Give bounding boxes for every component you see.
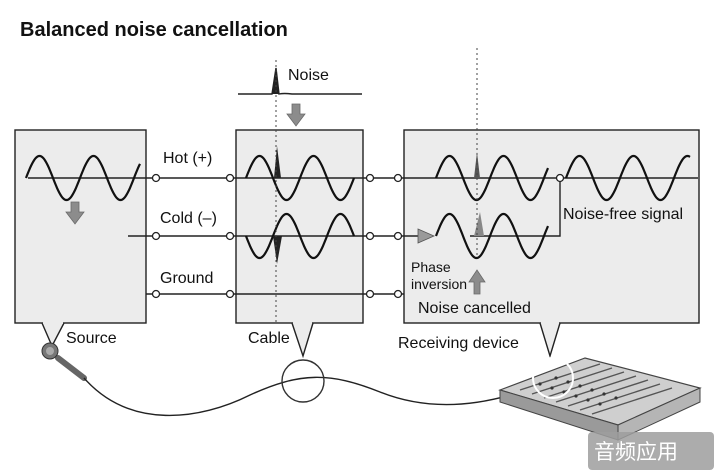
receiving-device-panel xyxy=(403,129,700,324)
cable-cold-wave xyxy=(244,212,356,260)
receiving-device-label: Receiving device xyxy=(398,335,519,352)
noise-free-wave xyxy=(564,154,691,202)
source-panel xyxy=(14,129,147,324)
noise-cancelled-arrow xyxy=(468,269,486,295)
watermark-badge xyxy=(588,432,714,470)
phase-inversion-label-2: inversion xyxy=(411,276,467,292)
source-label: Source xyxy=(66,330,117,347)
noise-cancelled-label: Noise cancelled xyxy=(418,300,531,317)
mixer-zoom-circle xyxy=(532,357,574,399)
mixer-icon xyxy=(498,357,702,441)
noise-free-label: Noise-free signal xyxy=(563,206,683,223)
connection-nodes xyxy=(151,173,565,299)
diagram-title: Balanced noise cancellation xyxy=(20,19,288,41)
source-wave xyxy=(24,154,141,202)
cable-label: Cable xyxy=(248,330,290,347)
cable-panel xyxy=(235,129,364,324)
received-inverted-wave xyxy=(434,212,550,260)
microphone-icon xyxy=(41,342,87,381)
watermark-text: 音频应用 xyxy=(594,440,678,464)
source-pointer xyxy=(41,322,65,348)
noise-down-arrow xyxy=(286,103,306,127)
received-hot-wave xyxy=(434,154,550,202)
cold-label: Cold (–) xyxy=(160,210,217,227)
phase-inversion-arrow xyxy=(417,228,435,244)
cable-hot-wave xyxy=(244,154,356,202)
cable-zoom-circle xyxy=(281,359,325,403)
noise-baseline xyxy=(238,67,362,95)
cable-pointer xyxy=(291,322,314,359)
source-down-arrow xyxy=(65,201,85,225)
ground-label: Ground xyxy=(160,270,213,287)
hot-label: Hot (+) xyxy=(163,150,212,167)
cold-noise-spike xyxy=(273,236,282,264)
noise-label: Noise xyxy=(288,67,329,84)
waveforms xyxy=(24,154,691,260)
receiver-pointer xyxy=(539,322,561,359)
audio-cable xyxy=(83,376,521,417)
phase-inversion-label-1: Phase xyxy=(411,259,451,275)
noise-source: Noise xyxy=(238,67,362,127)
